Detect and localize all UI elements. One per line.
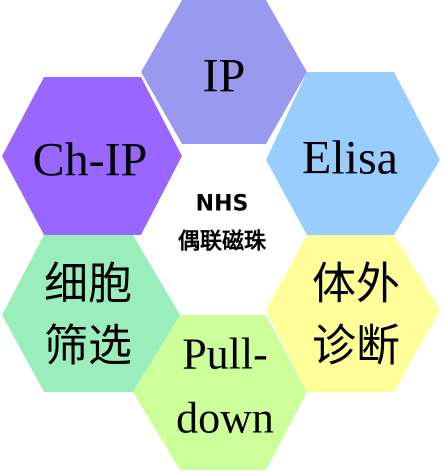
hexagon-cell-sorting-line1: 细胞: [44, 260, 132, 309]
hexagon-ip: IP: [141, 0, 307, 144]
hexagon-elisa-shape: [266, 72, 440, 235]
hexagon-ip-shape: [141, 0, 307, 144]
hexagon-ip-label: IP: [203, 50, 246, 103]
hexagon-in-vitro-diagnostics-line2: 诊断: [312, 322, 400, 371]
center-label-line1: NHS: [196, 192, 249, 217]
hexagon-elisa: Elisa: [266, 72, 440, 235]
hexagon-in-vitro-diagnostics-shape: [266, 235, 440, 392]
hexagon-pull-down: Pull- down: [133, 315, 307, 470]
center-label: NHS 偶联磁珠: [178, 192, 267, 255]
hexagon-in-vitro-diagnostics-line1: 体外: [312, 260, 400, 309]
hexagon-cell-sorting: 细胞 筛选: [2, 235, 180, 392]
hexagon-pull-down-line2: down: [176, 394, 274, 443]
hexagon-elisa-label: Elisa: [302, 132, 398, 185]
center-label-line2: 偶联磁珠: [178, 229, 267, 255]
hexagon-pull-down-shape: [133, 315, 307, 470]
hexagon-chip: Ch-IP: [2, 77, 182, 235]
hexagon-chip-shape: [2, 77, 182, 235]
hexagon-chip-label: Ch-IP: [33, 134, 148, 187]
hexagon-cell-sorting-line2: 筛选: [44, 322, 132, 371]
hexagon-pull-down-line1: Pull-: [182, 330, 268, 379]
hexagon-cell-sorting-shape: [2, 235, 180, 392]
hexagon-in-vitro-diagnostics: 体外 诊断: [266, 235, 440, 392]
